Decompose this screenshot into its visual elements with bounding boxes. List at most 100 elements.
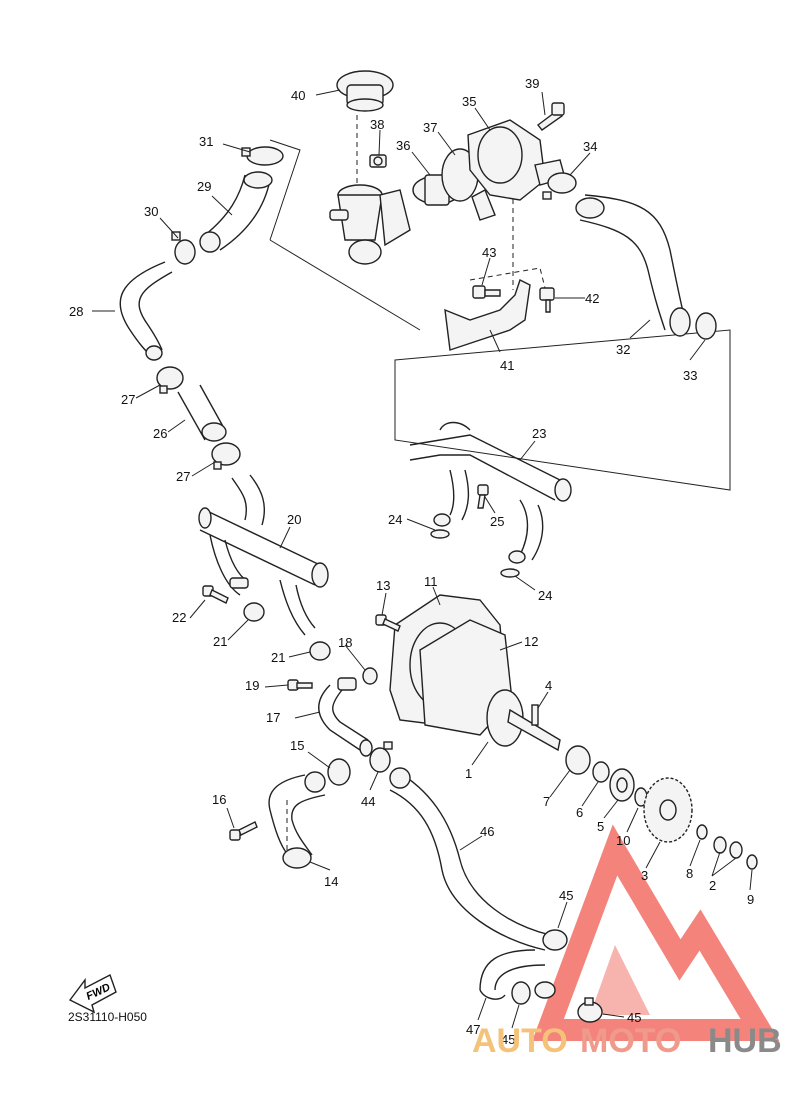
- callout-26: 26: [153, 426, 167, 441]
- watermark-auto: AUTO: [472, 1022, 568, 1060]
- hose-47: [479, 949, 556, 1000]
- callout-41: 41: [500, 358, 514, 373]
- callout-31: 31: [199, 134, 213, 149]
- callout-38: 38: [370, 117, 384, 132]
- clamp-27-lower: [211, 442, 241, 470]
- callout-33: 33: [683, 368, 697, 383]
- clamp-34: [542, 172, 577, 200]
- o-ring-18: [362, 667, 378, 685]
- leader-lines: [92, 89, 753, 1029]
- clamp-45-upper: [542, 929, 568, 951]
- callout-24b: 24: [538, 588, 552, 603]
- pipe-23: [409, 421, 572, 564]
- callout-30: 30: [144, 204, 158, 219]
- hose-26: [177, 384, 227, 442]
- diagram-code: 2S31110-H050: [68, 1010, 147, 1024]
- callout-5: 5: [597, 819, 604, 834]
- bolt-42: [539, 287, 555, 313]
- bracket-41: [444, 279, 531, 351]
- callout-6: 6: [576, 805, 583, 820]
- callout-1: 1: [465, 766, 472, 781]
- clamp-31: [241, 146, 284, 166]
- callout-21a: 21: [213, 634, 227, 649]
- callout-2: 2: [709, 878, 716, 893]
- callout-10: 10: [616, 833, 630, 848]
- pipe-20: [198, 474, 329, 636]
- callout-42: 42: [585, 291, 599, 306]
- callout-9: 9: [747, 892, 754, 907]
- o-ring-15: [327, 758, 351, 786]
- bolt-25: [477, 484, 489, 509]
- circlip-8: [696, 824, 708, 840]
- bolt-13: [375, 614, 401, 632]
- callout-17: 17: [266, 710, 280, 725]
- callout-44: 44: [361, 794, 375, 809]
- callout-36: 36: [396, 138, 410, 153]
- callout-39: 39: [525, 76, 539, 91]
- circlip-9: [746, 854, 758, 870]
- clamp-45-left: [511, 981, 531, 1005]
- bolt-39: [537, 102, 565, 131]
- callout-3: 3: [641, 868, 648, 883]
- callout-14: 14: [324, 874, 338, 889]
- callout-15: 15: [290, 738, 304, 753]
- hose-29: [199, 171, 273, 253]
- watermark-moto: MOTO: [580, 1022, 681, 1060]
- o-ring-21b: [309, 641, 331, 661]
- thermostat-cover-35: [467, 119, 566, 221]
- hose-46: [389, 767, 551, 951]
- callout-28: 28: [69, 304, 83, 319]
- bolt-43: [472, 285, 501, 299]
- clamp-33: [695, 312, 717, 340]
- clamp-45-right: [577, 997, 603, 1023]
- watermark-hub: HUB: [708, 1022, 782, 1060]
- filler-neck: [329, 184, 411, 265]
- oil-seal-7: [565, 745, 591, 775]
- pin-4: [531, 704, 539, 726]
- callout-46: 46: [480, 824, 494, 839]
- callout-8: 8: [686, 866, 693, 881]
- washer-2: [713, 836, 743, 859]
- callout-labels: 1 2 3 4 5 6 7 8 9 10 11 12 13 14 15 16 1…: [69, 76, 754, 1047]
- callout-12: 12: [524, 634, 538, 649]
- callout-45b: 45: [501, 1032, 515, 1047]
- callout-11: 11: [424, 574, 438, 589]
- callout-18: 18: [338, 635, 352, 650]
- bolt-19: [287, 679, 313, 691]
- clamp-30: [171, 231, 196, 265]
- callout-45c: 45: [627, 1010, 641, 1025]
- callout-4: 4: [545, 678, 552, 693]
- pipe-17: [318, 677, 373, 757]
- gear-3: [643, 777, 693, 843]
- callout-34: 34: [583, 139, 597, 154]
- bearing-5: [609, 768, 635, 802]
- o-ring-24a: [430, 529, 450, 539]
- callout-32: 32: [616, 342, 630, 357]
- hose-28: [119, 261, 173, 361]
- callout-16: 16: [212, 792, 226, 807]
- callout-27a: 27: [121, 392, 135, 407]
- bolt-16: [229, 821, 258, 841]
- callout-22: 22: [172, 610, 186, 625]
- callout-29: 29: [197, 179, 211, 194]
- watermark-text: AUTO MOTO HUB: [472, 1022, 782, 1060]
- clamp-27-upper: [156, 366, 184, 394]
- pipe-14: [268, 771, 326, 869]
- callout-19: 19: [245, 678, 259, 693]
- hose-32: [575, 194, 691, 337]
- watermark-logo: [532, 824, 780, 1041]
- callout-21b: 21: [271, 650, 285, 665]
- callout-13: 13: [376, 578, 390, 593]
- washer-6: [592, 761, 610, 783]
- callout-35: 35: [462, 94, 476, 109]
- bolt-22: [202, 585, 229, 604]
- o-ring-24b: [500, 568, 520, 578]
- callout-7: 7: [543, 794, 550, 809]
- callout-47: 47: [466, 1022, 480, 1037]
- callout-27b: 27: [176, 469, 190, 484]
- callout-20: 20: [287, 512, 301, 527]
- radiator-cap-40: [336, 70, 394, 112]
- callout-24a: 24: [388, 512, 402, 527]
- callout-23: 23: [532, 426, 546, 441]
